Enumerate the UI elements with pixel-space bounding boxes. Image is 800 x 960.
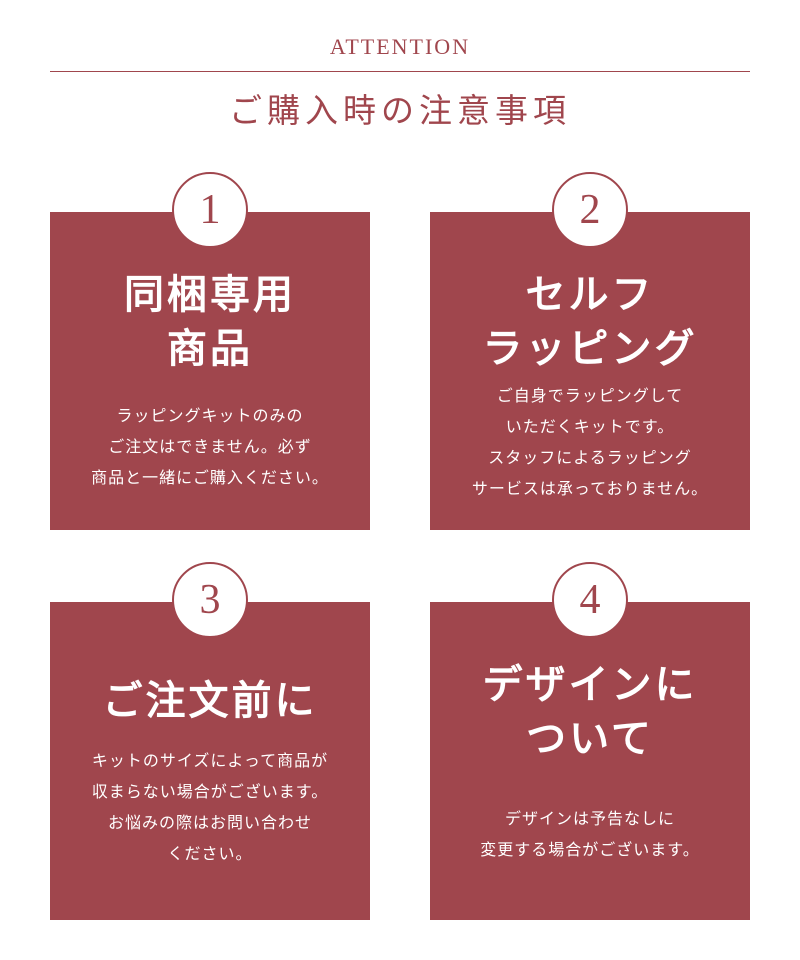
divider	[50, 71, 750, 72]
notice-card-3: 3 ご注文前にキットのサイズによって商品が収まらない場合がございます。お悩みの際は…	[50, 562, 370, 920]
notice-card-2: 2 セルフラッピングご自身でラッピングしていただくキットです。スタッフによるラッピ…	[430, 172, 750, 530]
card-body-line: ご自身でラッピングして	[496, 386, 684, 405]
card-body-line: 収まらない場合がございます。	[91, 782, 329, 801]
card-title-line: ご注文前に	[102, 677, 318, 724]
card-body-line: いただくキットです。	[505, 417, 675, 436]
number-badge: 3	[172, 562, 248, 638]
card-title: セルフラッピング	[430, 268, 750, 376]
card-title-line: 商品	[167, 325, 253, 372]
card-body: キットのサイズによって商品が収まらない場合がございます。お悩みの際はお問い合わせ…	[50, 745, 370, 869]
card-title: ご注文前に	[50, 674, 370, 728]
card-title-line: ラッピング	[482, 325, 698, 372]
number-badge: 4	[552, 562, 628, 638]
page-title: ご購入時の注意事項	[229, 91, 571, 130]
card-body: ラッピングキットのみのご注文はできません。必ず商品と一緒にご購入ください。	[50, 400, 370, 493]
card-body-line: スタッフによるラッピング	[488, 448, 692, 467]
card-body-line: ください。	[167, 844, 253, 863]
attention-label: ATTENTION	[329, 34, 471, 59]
card-body-line: キットのサイズによって商品が	[91, 751, 329, 770]
card-body-line: デザインは予告なしに	[504, 809, 675, 828]
card-body-line: お悩みの際はお問い合わせ	[107, 813, 312, 832]
notice-card-4: 4 デザインについてデザインは予告なしに変更する場合がございます。	[430, 562, 750, 920]
card-title: デザインについて	[430, 658, 750, 766]
card-body-line: ご注文はできません。必ず	[108, 437, 312, 456]
card-title-line: ついて	[526, 715, 654, 762]
card-body-line: ラッピングキットのみの	[116, 406, 304, 425]
card-title-line: デザインに	[482, 661, 698, 708]
card-body-line: サービスは承っておりません。	[471, 479, 709, 498]
notice-card-1: 1 同梱専用商品ラッピングキットのみのご注文はできません。必ず商品と一緒にご購入く…	[50, 172, 370, 530]
card-body-line: 商品と一緒にご購入ください。	[91, 468, 329, 487]
card-body: ご自身でラッピングしていただくキットです。スタッフによるラッピングサービスは承っ…	[430, 380, 750, 504]
card-title-line: セルフ	[525, 271, 655, 318]
number-badge: 2	[552, 172, 628, 248]
card-body-line: 変更する場合がございます。	[480, 840, 700, 859]
card-body: デザインは予告なしに変更する場合がございます。	[430, 803, 750, 865]
card-title: 同梱専用商品	[50, 268, 370, 376]
card-title-line: 同梱専用	[124, 271, 296, 318]
number-badge: 1	[172, 172, 248, 248]
